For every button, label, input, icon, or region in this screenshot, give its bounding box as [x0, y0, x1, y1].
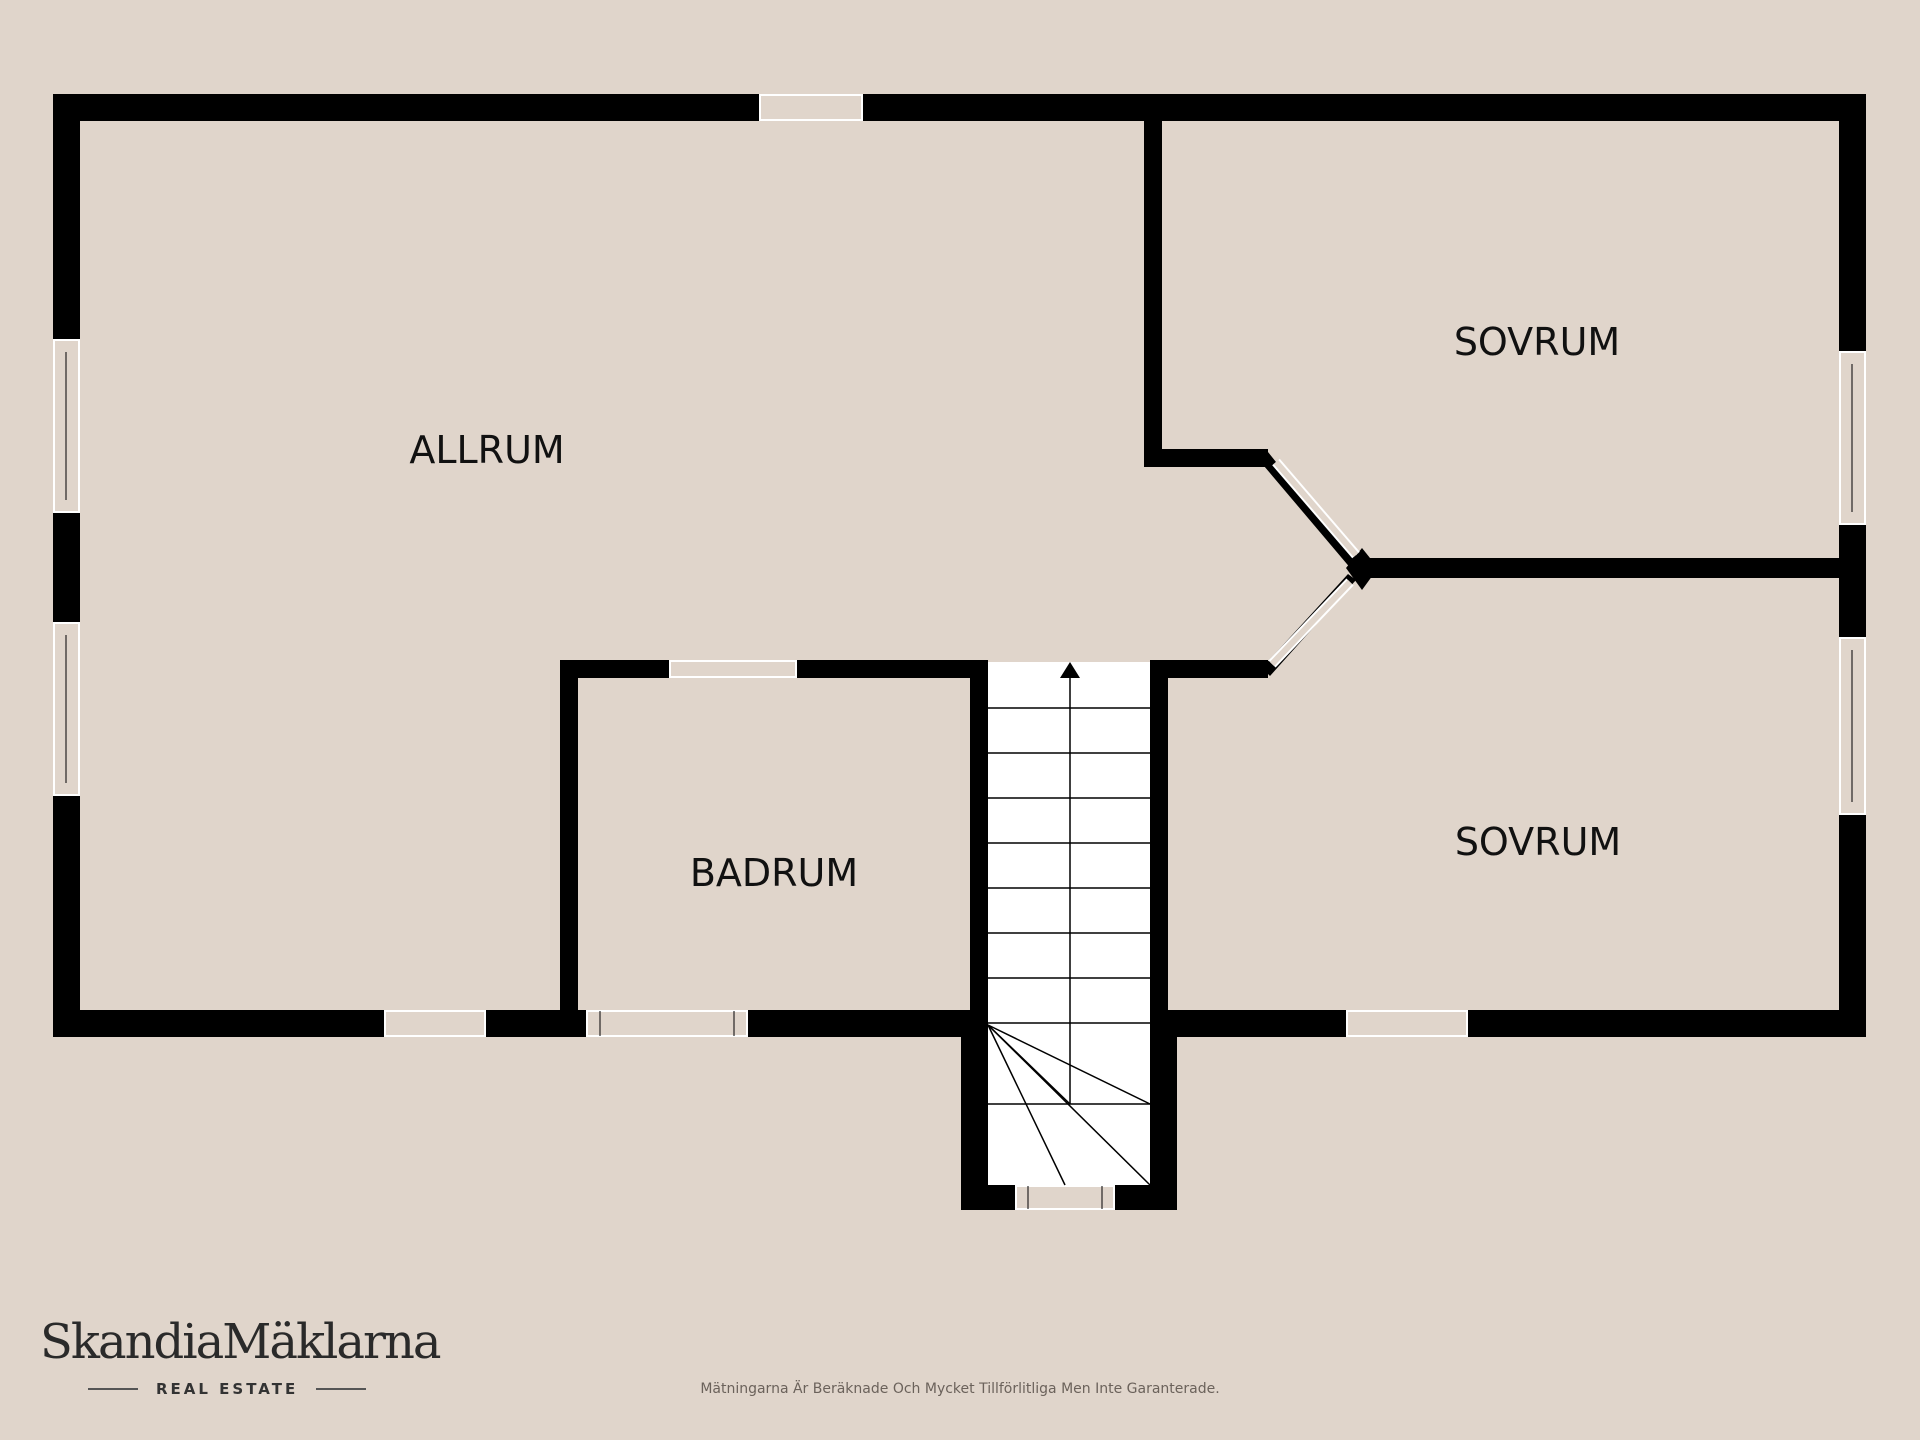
stair-direction-arrow-icon — [1060, 662, 1080, 678]
footer-disclaimer: Mätningarna Är Beräknade Och Mycket Till… — [700, 1381, 1220, 1397]
room-label-sovrum-top: SOVRUM — [1454, 320, 1620, 364]
brand-name: SkandiaMäklarna — [40, 1314, 442, 1370]
walls — [53, 94, 1866, 1210]
tagline-divider-right — [316, 1388, 367, 1390]
windows — [53, 94, 1866, 1210]
brand-logo: SkandiaMäklarna REAL ESTATE — [40, 1314, 442, 1398]
staircase — [988, 662, 1150, 1185]
room-label-allrum: ALLRUM — [409, 428, 564, 472]
room-label-badrum: BADRUM — [690, 851, 858, 895]
brand-tagline-row: REAL ESTATE — [88, 1380, 410, 1398]
stair-steps — [987, 672, 1151, 1186]
room-label-sovrum-bottom: SOVRUM — [1455, 820, 1621, 864]
tagline-divider-left — [88, 1388, 138, 1390]
brand-tagline: REAL ESTATE — [156, 1380, 299, 1398]
